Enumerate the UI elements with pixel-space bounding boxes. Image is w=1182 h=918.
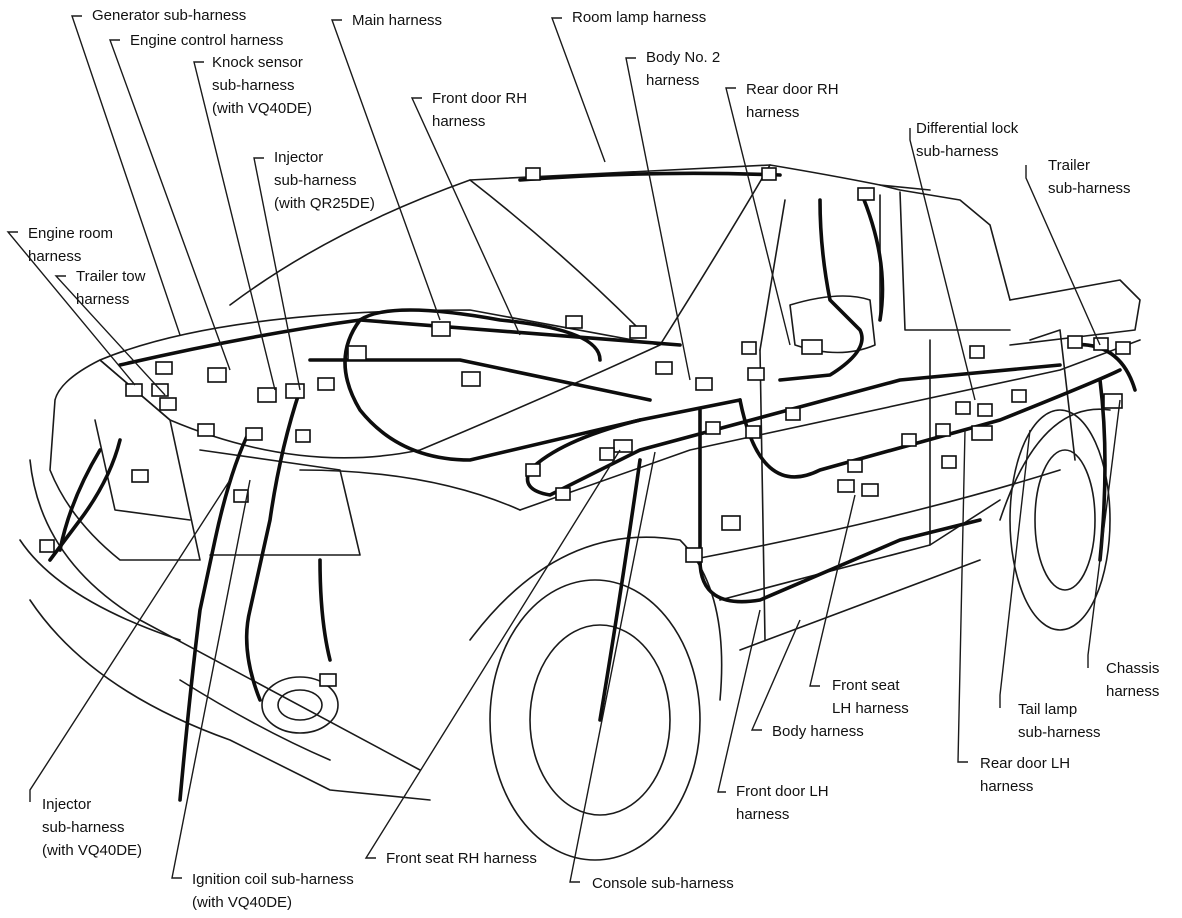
connector (861, 483, 879, 497)
connector (1103, 393, 1123, 409)
connector (901, 433, 917, 447)
label-trailer-sub-harness: Trailer sub-harness (1048, 157, 1131, 197)
label-front-door-rh-harness: Front door RH harness (432, 90, 528, 130)
connector (233, 489, 249, 503)
label-room-lamp-harness: Room lamp harness (572, 9, 707, 26)
connector (319, 673, 337, 687)
connector (847, 459, 863, 473)
leader-lines (6, 15, 1121, 883)
connector (565, 315, 583, 329)
label-differential-lock-sub-harness: Differential lock sub-harness (916, 120, 1019, 160)
label-rear-door-rh-harness: Rear door RH harness (746, 81, 839, 121)
connector (761, 167, 777, 181)
connector (39, 539, 55, 553)
connector (655, 361, 673, 375)
label-body-no2-harness: Body No. 2 harness (646, 49, 721, 89)
truck-body-outline (19, 164, 1141, 861)
label-main-harness: Main harness (352, 12, 443, 29)
connector (1067, 335, 1083, 349)
label-generator-sub-harness: Generator sub-harness (92, 7, 247, 24)
connector (935, 423, 951, 437)
connector (857, 187, 875, 201)
label-rear-door-lh-harness: Rear door LH harness (980, 755, 1071, 795)
connectors (39, 167, 1131, 687)
label-trailer-tow-harness: Trailer tow harness (76, 268, 146, 308)
connector (741, 341, 757, 355)
connector (969, 345, 985, 359)
label-injector-sub-harness-vq40de: Injector sub-harness (with VQ40DE) (42, 796, 143, 859)
connector (1011, 389, 1027, 403)
connector (525, 167, 541, 181)
connector (295, 429, 311, 443)
connector (955, 401, 971, 415)
connector (317, 377, 335, 391)
connector (525, 463, 541, 477)
connector (1093, 337, 1109, 351)
connector (131, 469, 149, 483)
label-engine-room-harness: Engine room harness (28, 225, 114, 265)
label-front-seat-lh-harness: Front seat LH harness (832, 677, 909, 717)
connector (837, 479, 855, 493)
connector (599, 447, 615, 461)
harness-lines (48, 171, 1137, 802)
connector (785, 407, 801, 421)
connector (747, 367, 765, 381)
connector (685, 547, 703, 563)
label-engine-control-harness: Engine control harness (130, 32, 284, 49)
connector (461, 371, 481, 387)
connector (257, 387, 277, 403)
connector (695, 377, 713, 391)
connector (629, 325, 647, 339)
connector (977, 403, 993, 417)
connector (431, 321, 451, 337)
connector (613, 439, 633, 453)
label-knock-sensor-sub-harness: Knock sensor sub-harness (with VQ40DE) (212, 54, 313, 117)
label-chassis-harness: Chassis harness (1106, 660, 1160, 700)
connector (971, 425, 993, 441)
connector (555, 487, 571, 501)
connector (745, 425, 761, 439)
connector (159, 397, 177, 411)
label-tail-lamp-sub-harness: Tail lamp sub-harness (1018, 701, 1101, 741)
connector (721, 515, 741, 531)
label-front-door-lh-harness: Front door LH harness (736, 783, 829, 823)
label-injector-sub-harness-qr25de: Injector sub-harness (with QR25DE) (274, 149, 375, 212)
connector (941, 455, 957, 469)
label-body-harness: Body harness (772, 723, 864, 740)
connector (347, 345, 367, 361)
label-ignition-coil-sub-harness: Ignition coil sub-harness (with VQ40DE) (192, 871, 354, 911)
label-console-sub-harness: Console sub-harness (592, 875, 734, 892)
connector (125, 383, 143, 397)
connector (705, 421, 721, 435)
connector (1115, 341, 1131, 355)
connector (285, 383, 305, 399)
connector (245, 427, 263, 441)
label-front-seat-rh-harness: Front seat RH harness (386, 850, 537, 867)
connector (801, 339, 823, 355)
connector (197, 423, 215, 437)
connector (207, 367, 227, 383)
connector (155, 361, 173, 375)
